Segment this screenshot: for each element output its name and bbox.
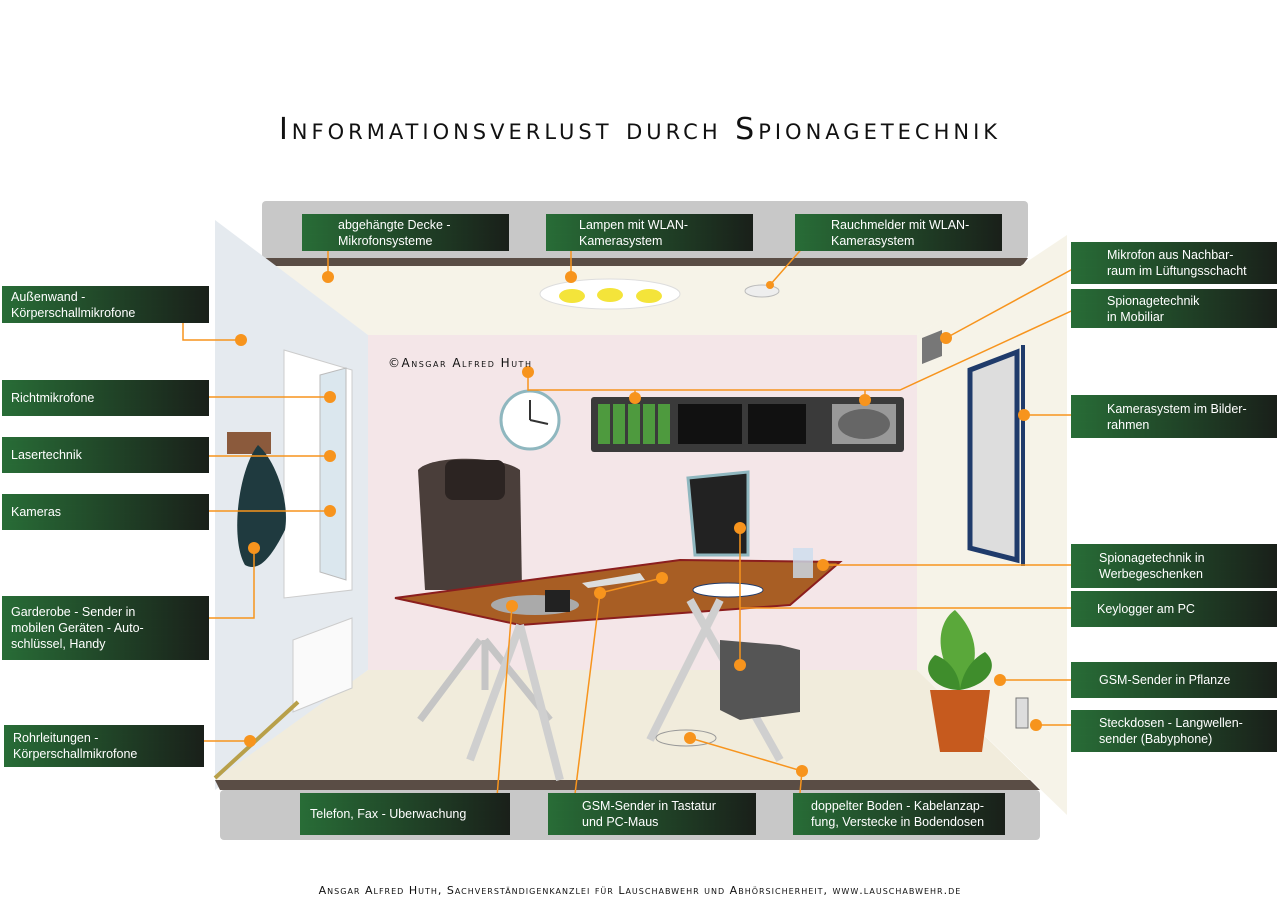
label-cameras: Kameras <box>2 494 209 530</box>
smoke-detector <box>744 284 780 298</box>
label-laser: Lasertechnik <box>2 437 209 473</box>
label-ceiling-microphones: abgehängte Decke - Mikrofonsysteme <box>302 214 509 251</box>
footer-credit: Ansgar Alfred Huth, Sachverständigenkanz… <box>318 884 962 897</box>
label-smoke-detector-camera: Rauchmelder mit WLAN- Kamerasystem <box>795 214 1002 251</box>
label-raised-floor: doppelter Boden - Kabelanzap- fung, Vers… <box>793 793 1005 835</box>
label-keylogger: Keylogger am PC <box>1071 591 1277 627</box>
vent <box>922 330 942 364</box>
label-phone-fax: Telefon, Fax - Uberwachung <box>300 793 510 835</box>
monitor <box>686 470 750 557</box>
plant-pot <box>930 690 990 752</box>
label-furniture-bugs: Spionagetechnik in Mobiliar <box>1071 289 1277 328</box>
floor <box>215 670 1030 780</box>
pc-tower <box>720 640 800 720</box>
label-ventilation-microphone: Mikrofon aus Nachbar- raum im Lüftungssc… <box>1071 242 1277 284</box>
label-directional-microphones: Richtmikrofone <box>2 380 209 416</box>
label-lamp-camera: Lampen mit WLAN- Kamerasystem <box>546 214 753 251</box>
copyright-notice: ©Ansgar Alfred Huth <box>388 356 533 370</box>
label-plant-gsm: GSM-Sender in Pflanze <box>1071 662 1277 698</box>
radiator <box>292 617 353 713</box>
coat-rack <box>227 432 271 454</box>
label-wardrobe: Garderobe - Sender in mobilen Geräten - … <box>2 596 209 660</box>
wall-socket <box>1015 697 1029 729</box>
keyboard <box>582 573 645 588</box>
floor-box <box>655 729 717 747</box>
coat <box>237 445 286 567</box>
pipe <box>213 700 300 780</box>
pen-cup <box>793 548 813 578</box>
label-keyboard-mouse: GSM-Sender in Tastatur und PC-Maus <box>548 793 756 835</box>
floor-edge <box>215 780 1040 790</box>
picture-frame <box>967 348 1020 564</box>
label-picture-frame-camera: Kamerasystem im Bilder- rahmen <box>1071 395 1277 438</box>
label-promotional-gifts: Spionagetechnik in Werbegeschenken <box>1071 544 1277 588</box>
ceiling-edge <box>262 258 1028 266</box>
label-outer-wall: Außenwand - Körperschallmikrofone <box>2 286 209 323</box>
page-title: Informationsverlust durch Spionagetechni… <box>278 112 1002 147</box>
label-pipes: Rohrleitungen - Körperschallmikrofone <box>4 725 204 767</box>
label-sockets: Steckdosen - Langwellen- sender (Babypho… <box>1071 710 1277 752</box>
